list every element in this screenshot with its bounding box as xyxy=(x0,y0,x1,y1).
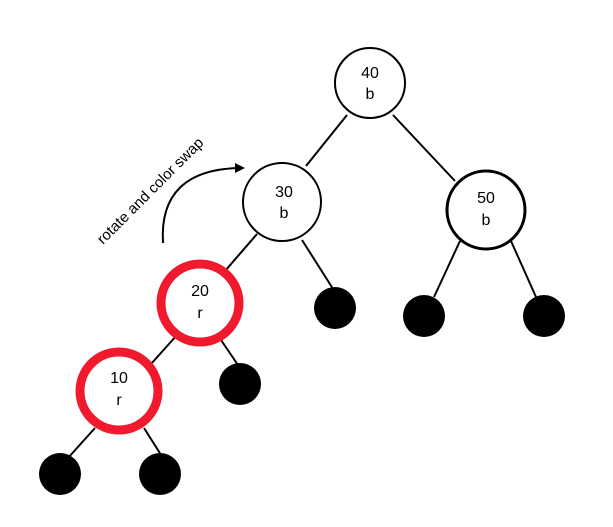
nil-leaf-20-right xyxy=(219,363,261,405)
edge-50-nil-right xyxy=(510,240,537,298)
node-30-key: 30 xyxy=(275,184,293,201)
node-40: 40 b xyxy=(334,47,406,119)
node-30-color: b xyxy=(280,205,289,222)
node-50-color: b xyxy=(482,212,491,229)
edge-20-10 xyxy=(150,334,178,365)
node-50: 50 b xyxy=(445,169,527,251)
node-20-circle xyxy=(156,259,244,347)
node-30: 30 b xyxy=(242,162,322,242)
edge-40-50 xyxy=(392,114,456,182)
node-10: 10 r xyxy=(75,347,163,435)
node-10-color: r xyxy=(116,392,122,409)
node-30-circle xyxy=(242,162,322,242)
node-10-circle xyxy=(75,347,163,435)
node-20-key: 20 xyxy=(191,283,209,300)
edge-50-nil-left xyxy=(433,240,461,298)
node-10-key: 10 xyxy=(110,370,128,387)
node-50-key: 50 xyxy=(477,190,495,207)
nil-leaf-50-right xyxy=(523,295,565,337)
edge-10-nil-right xyxy=(143,427,164,459)
node-20: 20 r xyxy=(156,259,244,347)
node-40-color: b xyxy=(366,86,375,103)
rotation-caption: rotate and color swap xyxy=(94,134,207,247)
edge-10-nil-left xyxy=(67,427,96,459)
node-40-circle xyxy=(334,47,406,119)
node-40-key: 40 xyxy=(361,65,379,82)
nil-leaf-30-right xyxy=(314,287,356,329)
edge-30-20 xyxy=(224,233,258,272)
node-50-circle xyxy=(445,169,527,251)
nil-leaf-10-left xyxy=(39,453,81,495)
node-20-color: r xyxy=(197,305,203,322)
edge-30-nil xyxy=(301,239,336,293)
curved-arrow-icon xyxy=(161,163,245,244)
nil-leaf-50-left xyxy=(403,295,445,337)
edge-40-30 xyxy=(305,114,348,167)
edges xyxy=(67,114,537,459)
nil-leaf-10-right xyxy=(139,453,181,495)
